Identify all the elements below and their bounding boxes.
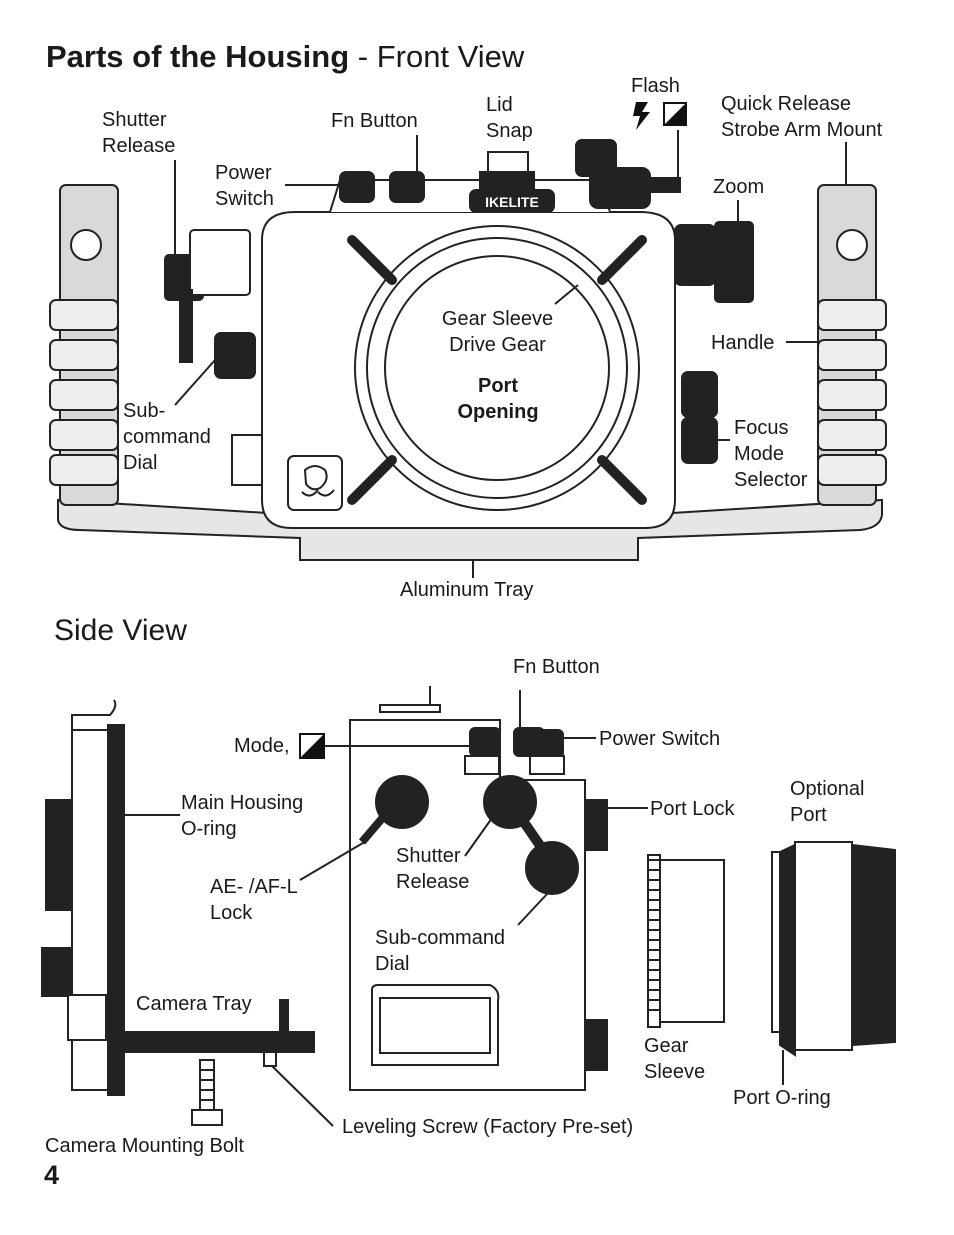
label-side-mode: Mode, — [234, 735, 290, 757]
label-side-sub-command-dial: Sub-command Dial — [375, 927, 506, 975]
label-main-housing-oring: Main Housing O-ring — [181, 792, 304, 840]
front-left-handle — [49, 184, 119, 506]
label-quick-release: Quick Release Strobe Arm Mount — [721, 93, 883, 141]
label-ae-af-lock: AE- /AF-L Lock — [210, 876, 298, 924]
page-title: Parts of the Housing - Front View — [46, 38, 524, 76]
page-number: 4 — [44, 1160, 60, 1190]
label-fn-button: Fn Button — [331, 110, 418, 132]
page-title-rest: - Front View — [349, 39, 525, 74]
label-focus-mode-selector: Focus Mode Selector — [734, 417, 808, 491]
label-flash: Flash — [631, 75, 680, 97]
ikelite-logo-icon — [287, 455, 343, 511]
label-gear-sleeve: Gear Sleeve — [644, 1035, 706, 1083]
label-port-opening: Port Opening — [457, 375, 539, 423]
label-side-shutter-release: Shutter Release — [396, 845, 470, 893]
label-lid-snap: Lid Snap — [486, 94, 533, 142]
front-right-handle — [817, 184, 887, 506]
page-title-bold: Parts of the Housing — [46, 39, 350, 74]
label-aluminum-tray: Aluminum Tray — [400, 579, 534, 601]
brand-plate: IKELITE — [485, 194, 539, 210]
flash-bolt-icon — [633, 102, 650, 130]
label-handle: Handle — [711, 332, 775, 354]
label-port-lock: Port Lock — [650, 798, 735, 820]
side-mode-dial — [375, 775, 429, 829]
label-camera-tray: Camera Tray — [136, 993, 252, 1015]
side-optional-port — [794, 841, 853, 1051]
label-gear-sleeve-drive-gear: Gear Sleeve Drive Gear — [441, 308, 554, 356]
label-sub-command-dial: Sub- command Dial — [123, 400, 211, 474]
label-power-switch: Power Switch — [215, 162, 274, 210]
label-optional-port: Optional Port — [790, 778, 865, 826]
label-shutter-release: Shutter Release — [102, 109, 176, 157]
side-camera-tray — [123, 1031, 315, 1053]
front-port-ring — [354, 225, 640, 511]
label-side-power-switch: Power Switch — [599, 728, 721, 750]
side-subcommand-dial — [525, 841, 579, 895]
label-camera-mounting-bolt: Camera Mounting Bolt — [45, 1135, 244, 1157]
label-port-oring: Port O-ring — [733, 1087, 831, 1109]
side-back-panel — [41, 699, 125, 1096]
label-side-fn-button: Fn Button — [513, 656, 600, 678]
label-zoom: Zoom — [713, 176, 765, 198]
label-leveling-screw: Leveling Screw (Factory Pre-set) — [342, 1116, 634, 1138]
side-view-title: Side View — [54, 614, 187, 647]
